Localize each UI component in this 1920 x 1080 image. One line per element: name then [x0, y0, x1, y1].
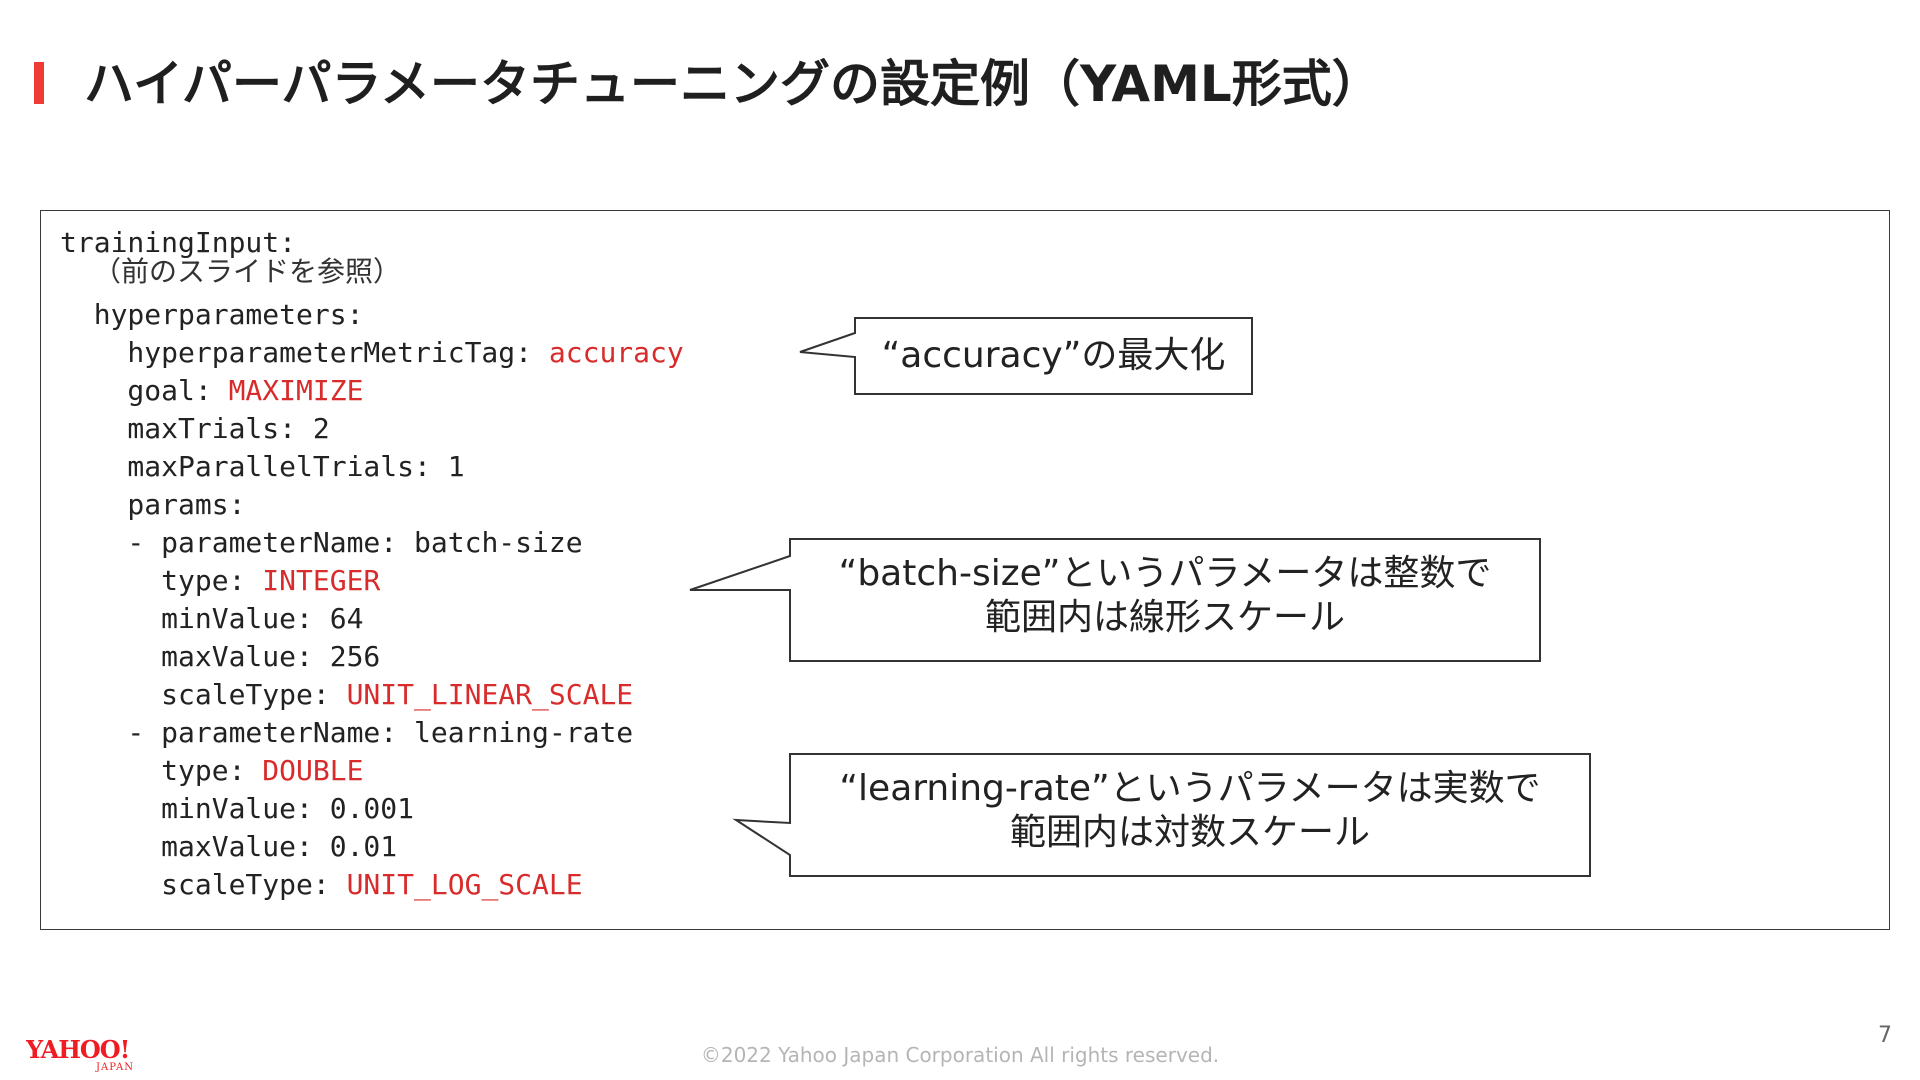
callout-batch-size: “batch-size”というパラメータは整数で 範囲内は線形スケール: [790, 552, 1540, 640]
code-key: scaleType:: [60, 868, 347, 901]
callout-batch-size-line2: 範囲内は線形スケール: [984, 597, 1345, 638]
callout-batch-size-line1: “batch-size”というパラメータは整数で: [838, 553, 1492, 594]
code-key: type:: [60, 564, 263, 597]
code-key: params:: [60, 488, 246, 521]
page-number: 7: [1878, 1023, 1892, 1048]
callout-accuracy-line1: “accuracy”の最大化: [881, 335, 1226, 376]
code-line: maxTrials: 2: [60, 411, 330, 447]
code-line: - parameterName: learning-rate: [60, 715, 633, 751]
code-line: maxValue: 256: [60, 639, 380, 675]
svg-text:JAPAN: JAPAN: [95, 1062, 134, 1072]
yaml-code-block: trainingInput: （前のスライドを参照） hyperparamete…: [40, 210, 1890, 930]
callout-learning-rate-line2: 範囲内は対数スケール: [1009, 812, 1370, 853]
copyright-text: ©2022 Yahoo Japan Corporation All rights…: [700, 1043, 1220, 1067]
code-key: maxTrials:: [60, 412, 313, 445]
code-key: - parameterName:: [60, 716, 415, 749]
code-line: minValue: 0.001: [60, 791, 414, 827]
code-value: 256: [329, 640, 381, 673]
code-line: params:: [60, 487, 245, 523]
code-key: - parameterName:: [60, 526, 415, 559]
title-accent-bar: [34, 62, 44, 104]
code-key: minValue:: [60, 792, 330, 825]
code-value: INTEGER: [262, 564, 381, 597]
code-line: trainingInput:: [60, 225, 296, 261]
code-key: hyperparameters:: [60, 298, 364, 331]
code-value: 64: [329, 602, 364, 635]
code-value: batch-size: [414, 526, 583, 559]
code-line: type: INTEGER: [60, 563, 380, 599]
code-line: goal: MAXIMIZE: [60, 373, 363, 409]
code-value: UNIT_LOG_SCALE: [346, 868, 583, 901]
code-key: scaleType:: [60, 678, 347, 711]
code-line: scaleType: UNIT_LOG_SCALE: [60, 867, 583, 903]
code-key: hyperparameterMetricTag:: [60, 336, 549, 369]
code-line: type: DOUBLE: [60, 753, 363, 789]
code-key: maxParallelTrials:: [60, 450, 448, 483]
callout-accuracy: “accuracy”の最大化: [855, 334, 1252, 378]
code-value: 2: [312, 412, 330, 445]
code-value: MAXIMIZE: [228, 374, 364, 407]
code-value: UNIT_LINEAR_SCALE: [346, 678, 634, 711]
slide-title: ハイパーパラメータチューニングの設定例（YAML形式）: [84, 55, 1382, 113]
code-note: （前のスライドを参照）: [93, 255, 402, 288]
code-line: scaleType: UNIT_LINEAR_SCALE: [60, 677, 633, 713]
code-key: maxValue:: [60, 830, 330, 863]
code-line: maxParallelTrials: 1: [60, 449, 465, 485]
code-key: trainingInput:: [60, 226, 297, 259]
callout-learning-rate-line1: “learning-rate”というパラメータは実数で: [839, 768, 1541, 809]
code-value: 1: [447, 450, 465, 483]
code-value: 0.01: [329, 830, 398, 863]
code-line: - parameterName: batch-size: [60, 525, 583, 561]
code-line: maxValue: 0.01: [60, 829, 397, 865]
yahoo-japan-logo: YAHOO! JAPAN: [26, 1036, 134, 1072]
code-line: minValue: 64: [60, 601, 363, 637]
code-key: minValue:: [60, 602, 330, 635]
code-value: accuracy: [548, 336, 684, 369]
code-value: learning-rate: [414, 716, 634, 749]
code-line: hyperparameterMetricTag: accuracy: [60, 335, 684, 371]
code-key: maxValue:: [60, 640, 330, 673]
code-value: DOUBLE: [262, 754, 364, 787]
code-key: type:: [60, 754, 263, 787]
svg-text:YAHOO!: YAHOO!: [26, 1036, 129, 1064]
callout-learning-rate: “learning-rate”というパラメータは実数で 範囲内は対数スケール: [790, 767, 1590, 855]
code-value: 0.001: [329, 792, 415, 825]
code-key: goal:: [60, 374, 229, 407]
code-line: hyperparameters:: [60, 297, 364, 333]
